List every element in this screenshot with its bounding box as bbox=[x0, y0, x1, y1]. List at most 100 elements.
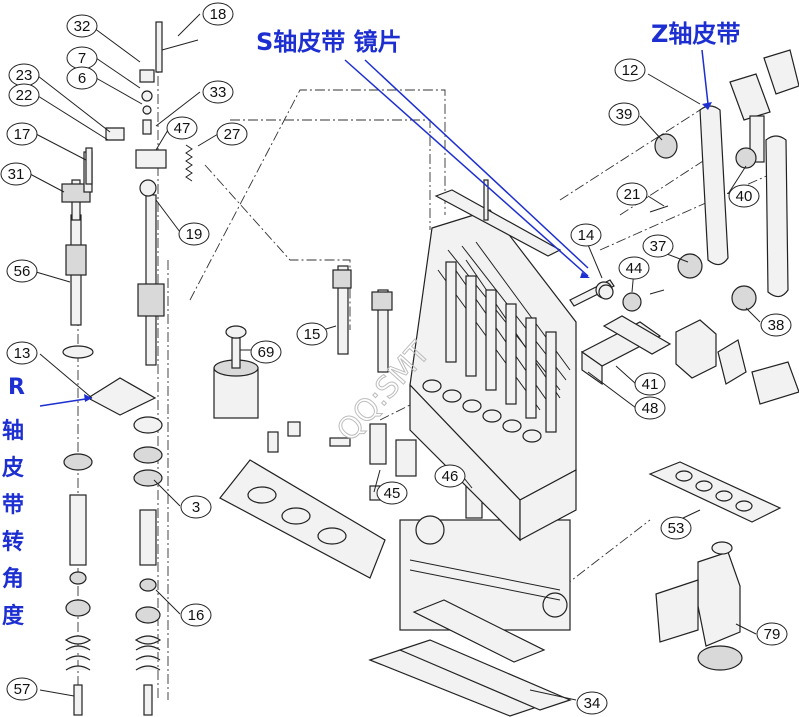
callout-bubble bbox=[8, 83, 40, 107]
callout-bubble bbox=[728, 184, 760, 208]
callout-37: 37 bbox=[642, 234, 674, 258]
r-axis-title-char: 角 bbox=[2, 566, 24, 592]
r-axis-title-char: 轴 bbox=[2, 418, 24, 444]
callout-33: 33 bbox=[202, 80, 234, 104]
callout-bubble bbox=[618, 256, 650, 280]
callout-40: 40 bbox=[728, 184, 760, 208]
callout-14: 14 bbox=[570, 223, 602, 247]
callout-7: 7 bbox=[66, 46, 98, 70]
callout-46: 46 bbox=[434, 464, 466, 488]
callout-bubble bbox=[6, 341, 38, 365]
callout-21: 21 bbox=[616, 182, 648, 206]
r-axis-title-char: 转 bbox=[2, 529, 24, 555]
callout-number: 37 bbox=[650, 238, 667, 255]
callout-number: 12 bbox=[622, 62, 639, 79]
r-axis-arrow bbox=[39, 397, 93, 407]
callout-79: 79 bbox=[756, 622, 788, 646]
callout-bubble bbox=[634, 372, 666, 396]
callout-number: 31 bbox=[8, 166, 25, 183]
callout-bubble bbox=[6, 259, 38, 283]
callout-number: 45 bbox=[384, 485, 401, 502]
callout-19: 19 bbox=[178, 222, 210, 246]
callout-number: 23 bbox=[16, 67, 33, 84]
s-axis-belt-title: S轴皮带 镜片 bbox=[256, 28, 402, 56]
callout-bubble bbox=[180, 495, 212, 519]
r-axis-title-char: 度 bbox=[2, 603, 25, 629]
callout-bubble bbox=[250, 340, 282, 364]
callout-45: 45 bbox=[376, 481, 408, 505]
callout-12: 12 bbox=[614, 58, 646, 82]
callout-48: 48 bbox=[634, 396, 666, 420]
callout-number: 41 bbox=[642, 376, 659, 393]
callout-bubble bbox=[434, 464, 466, 488]
callout-bubble bbox=[166, 116, 198, 140]
s-axis-arrow-1 bbox=[344, 59, 589, 277]
callout-number: 16 bbox=[188, 607, 205, 624]
callout-bubble bbox=[202, 2, 234, 26]
z-axis-components bbox=[580, 49, 799, 671]
callout-bubble bbox=[608, 102, 640, 126]
callout-number: 27 bbox=[224, 126, 241, 143]
callout-number: 44 bbox=[626, 260, 643, 277]
callout-bubble bbox=[66, 14, 98, 38]
callout-number: 48 bbox=[642, 400, 659, 417]
callout-number: 46 bbox=[442, 468, 459, 485]
callout-number: 79 bbox=[764, 626, 781, 643]
callout-number: 3 bbox=[192, 499, 200, 516]
callout-bubble bbox=[180, 603, 212, 627]
callout-39: 39 bbox=[608, 102, 640, 126]
callout-bubble bbox=[570, 223, 602, 247]
callout-number: 19 bbox=[186, 226, 203, 243]
callout-bubble bbox=[296, 322, 328, 346]
callout-6: 6 bbox=[66, 66, 98, 90]
callout-number: 17 bbox=[14, 126, 31, 143]
callout-number: 53 bbox=[668, 520, 685, 537]
callout-38: 38 bbox=[760, 313, 792, 337]
callout-bubble bbox=[634, 396, 666, 420]
z-axis-arrow bbox=[701, 49, 709, 105]
callout-27: 27 bbox=[216, 122, 248, 146]
r-axis-shaft-assembly bbox=[61, 21, 199, 716]
callout-number: 47 bbox=[174, 120, 191, 137]
callout-15: 15 bbox=[296, 322, 328, 346]
callout-41: 41 bbox=[634, 372, 666, 396]
callout-bubble bbox=[756, 622, 788, 646]
annotation-arrows bbox=[39, 49, 712, 407]
callout-17: 17 bbox=[6, 122, 38, 146]
callout-bubble bbox=[66, 66, 98, 90]
callout-number: 15 bbox=[304, 326, 321, 343]
callout-57: 57 bbox=[6, 677, 38, 701]
callout-number: 69 bbox=[258, 344, 275, 361]
callout-16: 16 bbox=[180, 603, 212, 627]
callout-number: 32 bbox=[74, 18, 91, 35]
callout-bubble bbox=[178, 222, 210, 246]
callout-22: 22 bbox=[8, 83, 40, 107]
callout-bubble bbox=[642, 234, 674, 258]
callout-number: 40 bbox=[736, 188, 753, 205]
s-axis-arrow-2 bbox=[364, 59, 589, 269]
callout-number: 38 bbox=[768, 317, 785, 334]
head-frame bbox=[409, 179, 615, 542]
callout-56: 56 bbox=[6, 259, 38, 283]
callout-number: 22 bbox=[16, 87, 33, 104]
callout-18: 18 bbox=[202, 2, 234, 26]
callout-bubble bbox=[660, 516, 692, 540]
callout-31: 31 bbox=[0, 162, 32, 186]
callout-leaders bbox=[29, 13, 761, 701]
callout-3: 3 bbox=[180, 495, 212, 519]
callout-bubble bbox=[6, 122, 38, 146]
callout-44: 44 bbox=[618, 256, 650, 280]
r-axis-letter: R bbox=[8, 375, 25, 400]
callout-number: 14 bbox=[578, 227, 595, 244]
callout-number: 7 bbox=[78, 50, 86, 67]
callout-bubble bbox=[6, 677, 38, 701]
callout-number: 34 bbox=[584, 695, 601, 712]
callout-number: 21 bbox=[624, 186, 641, 203]
callout-13: 13 bbox=[6, 341, 38, 365]
callout-bubble bbox=[576, 691, 608, 715]
callout-bubble bbox=[216, 122, 248, 146]
callout-number: 39 bbox=[616, 106, 633, 123]
